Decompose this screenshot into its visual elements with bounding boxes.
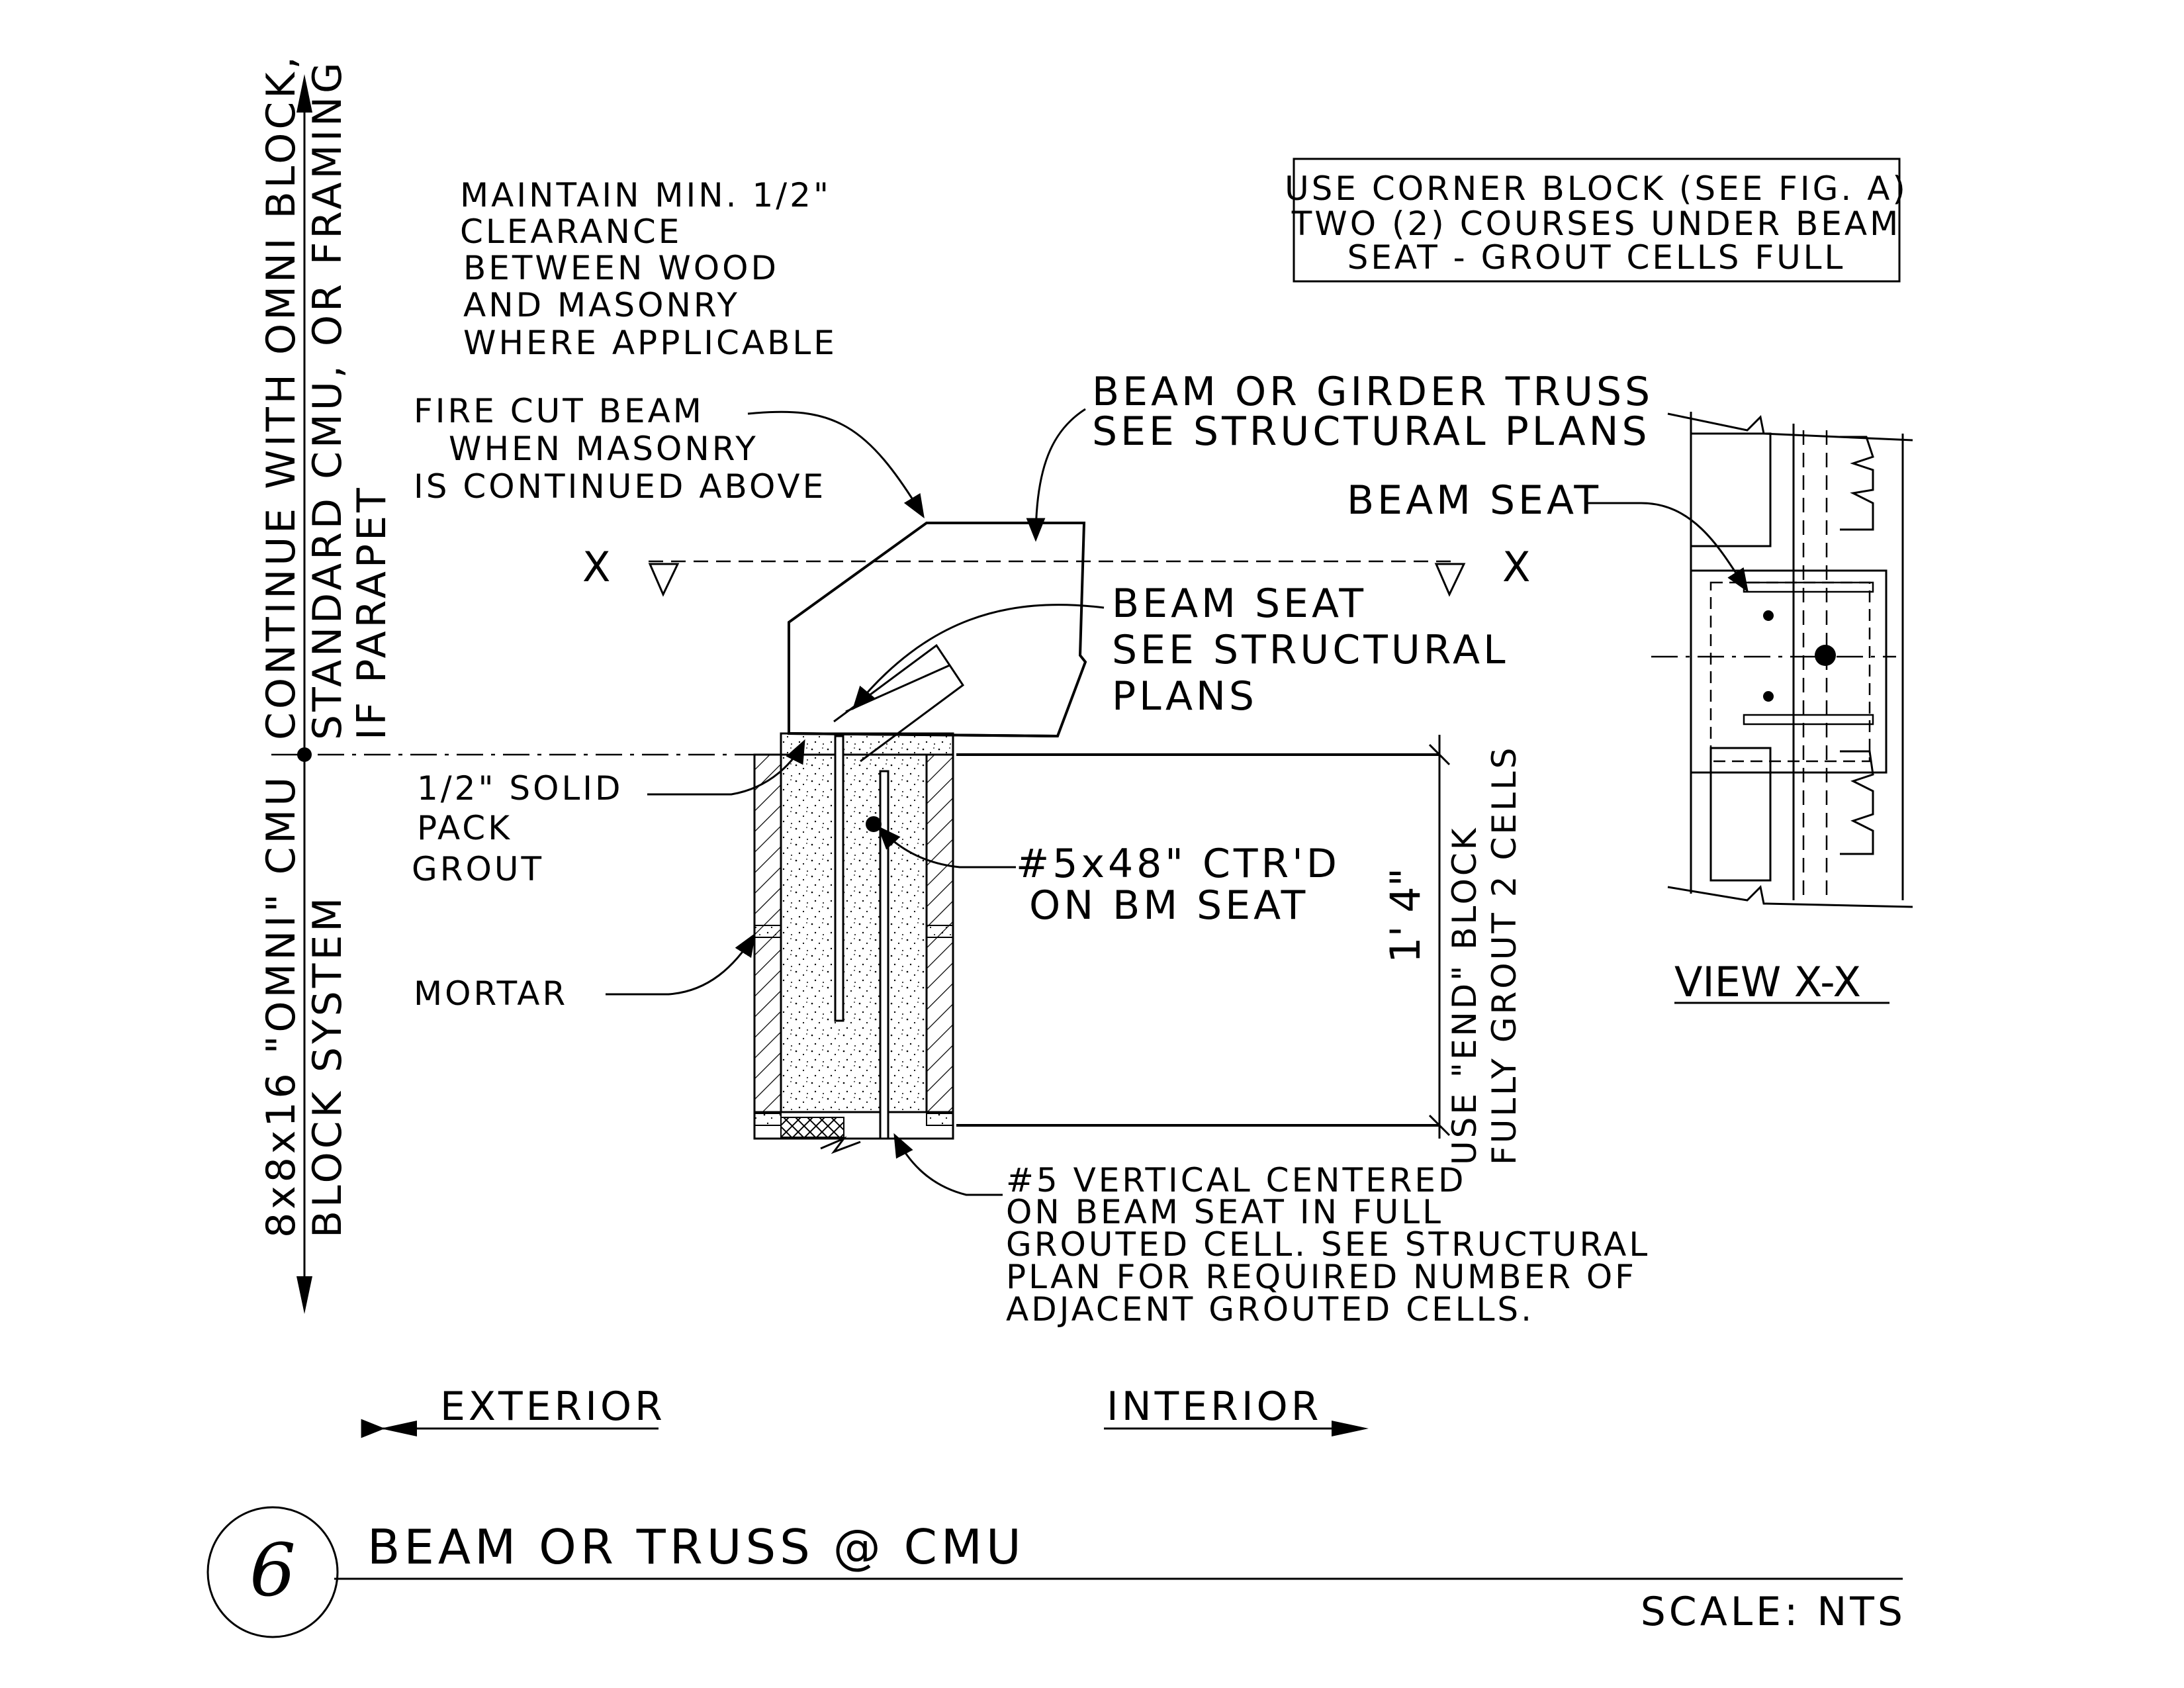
svg-text:STANDARD CMU, OR FRAMING: STANDARD CMU, OR FRAMING [304,59,351,740]
svg-text:BEAM OR GIRDER TRUSS: BEAM OR GIRDER TRUSS [1092,369,1653,415]
view-label: VIEW X-X [1674,958,1861,1006]
rebar-48-note: #5x48" CTR'D ON BM SEAT [877,825,1340,929]
svg-text:PACK: PACK [417,809,512,847]
view-beam-seat-label: BEAM SEAT [1347,477,1602,524]
svg-text:USE "END" BLOCK: USE "END" BLOCK [1445,825,1484,1165]
svg-text:1/2" SOLID: 1/2" SOLID [417,769,623,808]
exterior-direction: EXTERIOR [361,1383,666,1438]
scale-label: SCALE: NTS [1641,1589,1906,1635]
svg-text:#5x48" CTR'D: #5x48" CTR'D [1016,841,1340,887]
svg-text:BEAM SEAT: BEAM SEAT [1112,581,1367,627]
fire-cut-note: FIRE CUT BEAM WHEN MASONRY IS CONTINUED … [414,392,925,519]
detail-number: 6 [250,1528,296,1613]
svg-text:FULLY GROUT 2 CELLS: FULLY GROUT 2 CELLS [1485,745,1524,1165]
svg-text:ON BM SEAT: ON BM SEAT [1029,882,1308,929]
section-mark-left: X [582,543,610,591]
svg-text:MORTAR: MORTAR [414,974,568,1013]
svg-text:CONTINUE WITH OMNI BLOCK,: CONTINUE WITH OMNI BLOCK, [258,53,304,740]
svg-text:IS CONTINUED ABOVE: IS CONTINUED ABOVE [414,467,826,506]
interior-direction: INTERIOR [1104,1383,1369,1436]
svg-text:WHEN MASONRY: WHEN MASONRY [449,430,758,468]
svg-text:SEAT - GROUT CELLS FULL: SEAT - GROUT CELLS FULL [1347,238,1846,277]
svg-text:TWO (2) COURSES UNDER BEAM: TWO (2) COURSES UNDER BEAM [1291,205,1901,243]
svg-text:BLOCK SYSTEM: BLOCK SYSTEM [304,894,351,1238]
svg-text:ON BEAM SEAT IN FULL: ON BEAM SEAT IN FULL [1006,1193,1443,1231]
vertical-rebar-note: #5 VERTICAL CENTERED ON BEAM SEAT IN FUL… [893,1133,1650,1329]
detail-number-circle [206,1506,339,1638]
svg-text:BETWEEN WOOD: BETWEEN WOOD [463,249,779,287]
svg-text:8x8x16 "OMNI" CMU: 8x8x16 "OMNI" CMU [258,774,304,1238]
svg-text:PLAN FOR REQUIRED NUMBER OF: PLAN FOR REQUIRED NUMBER OF [1006,1258,1637,1296]
svg-text:#5 VERTICAL CENTERED: #5 VERTICAL CENTERED [1006,1161,1467,1199]
corner-block-note-box: USE CORNER BLOCK (SEE FIG. A) TWO (2) CO… [1285,158,1908,283]
wall-extent-line [296,74,312,1314]
svg-text:ADJACENT GROUTED CELLS.: ADJACENT GROUTED CELLS. [1006,1290,1534,1329]
section-mark-right: X [1502,543,1530,591]
cmu-wall-section [753,732,954,1154]
clearance-note: MAINTAIN MIN. 1/2" CLEARANCE BETWEEN WOO… [460,176,837,362]
mortar-note: MORTAR [414,932,756,1013]
detail-title: BEAM OR TRUSS @ CMU [367,1519,1025,1575]
wall-note-lower: 8x8x16 "OMNI" CMU BLOCK SYSTEM [258,774,351,1238]
wall-note-upper: CONTINUE WITH OMNI BLOCK, STANDARD CMU, … [258,53,395,740]
svg-text:SEE STRUCTURAL: SEE STRUCTURAL [1112,627,1509,673]
svg-text:AND MASONRY: AND MASONRY [463,286,740,324]
svg-text:PLANS: PLANS [1112,673,1257,720]
svg-text:EXTERIOR: EXTERIOR [440,1383,666,1430]
svg-text:USE CORNER BLOCK (SEE FIG. A): USE CORNER BLOCK (SEE FIG. A) [1285,169,1908,208]
svg-text:CLEARANCE: CLEARANCE [460,212,682,251]
dimension-height: 1' 4" [1381,735,1451,1139]
svg-text:FIRE CUT BEAM: FIRE CUT BEAM [414,392,704,430]
title-block: 6 BEAM OR TRUSS @ CMU SCALE: NTS [206,1506,1906,1638]
svg-text:SEE STRUCTURAL PLANS: SEE STRUCTURAL PLANS [1092,408,1651,455]
svg-text:GROUT: GROUT [412,850,544,888]
section-cut-line: X X [582,543,1530,597]
end-block-note: USE "END" BLOCK FULLY GROUT 2 CELLS [1445,745,1524,1165]
svg-text:INTERIOR: INTERIOR [1107,1383,1322,1430]
dimension-label: 1' 4" [1381,868,1430,963]
svg-text:WHERE APPLICABLE: WHERE APPLICABLE [463,324,837,362]
svg-text:IF PARAPET: IF PARAPET [349,485,395,740]
svg-text:MAINTAIN MIN. 1/2": MAINTAIN MIN. 1/2" [460,176,831,214]
solid-pack-note: 1/2" SOLID PACK GROUT [412,739,805,888]
beam-seat-note: BEAM SEAT SEE STRUCTURAL PLANS [852,581,1509,720]
svg-text:GROUTED CELL. SEE STRUCTURAL: GROUTED CELL. SEE STRUCTURAL [1006,1225,1650,1264]
beam-girder-note: BEAM OR GIRDER TRUSS SEE STRUCTURAL PLAN… [1026,369,1653,542]
view-x-x: BEAM SEAT VIEW X-X [1347,412,1913,1006]
